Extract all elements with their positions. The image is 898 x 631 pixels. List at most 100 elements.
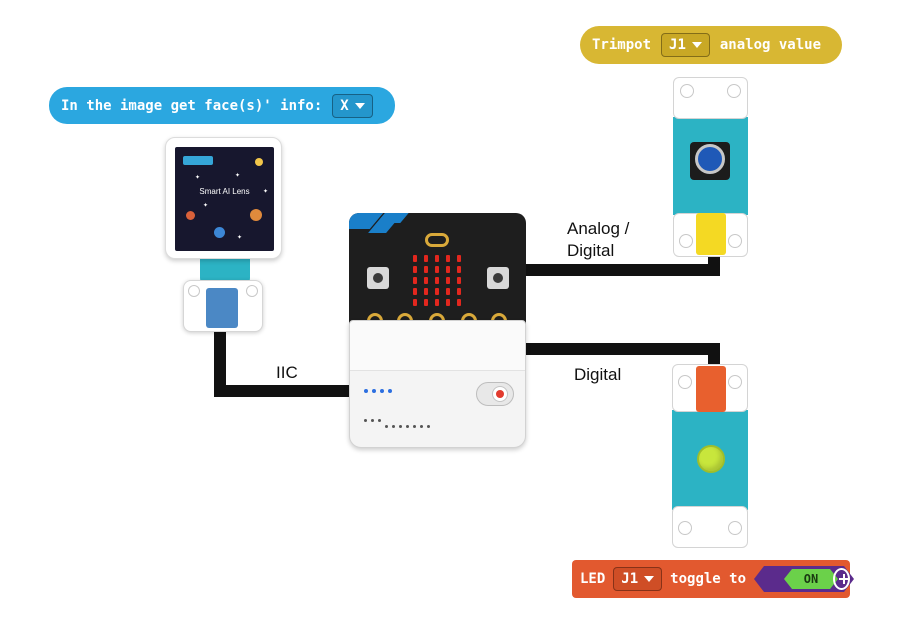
status-light <box>364 389 368 393</box>
microbit-logo-icon <box>425 233 449 247</box>
pin-dot <box>385 425 388 428</box>
matrix-led <box>413 288 417 295</box>
digital-wire-horizontal <box>526 343 720 355</box>
pin-dot <box>413 425 416 428</box>
button-b[interactable] <box>487 267 509 289</box>
face-info-dropdown[interactable]: X <box>332 93 373 118</box>
mount-hole <box>678 521 692 535</box>
led-bulb-icon <box>697 445 725 473</box>
chevron-down-icon <box>354 102 365 109</box>
chevron-down-icon <box>644 576 655 582</box>
mount-hole <box>678 375 692 389</box>
led-block[interactable]: LED J1 toggle to ON <box>572 560 855 598</box>
mount-hole <box>246 285 258 297</box>
mount-hole <box>728 234 742 248</box>
pin-dot <box>399 425 402 428</box>
led-connector-plug <box>696 366 726 412</box>
led-block-label: LED <box>580 571 606 587</box>
lens-screen-title: Smart AI Lens <box>199 187 250 196</box>
star-icon: ✦ <box>203 203 209 209</box>
trimpot-module-top <box>673 77 748 119</box>
power-switch[interactable] <box>476 382 514 406</box>
matrix-led <box>457 288 461 295</box>
button-a[interactable] <box>367 267 389 289</box>
star-icon: ✦ <box>235 173 241 179</box>
matrix-led <box>413 255 417 262</box>
pin-dots <box>364 419 444 433</box>
chevron-down-icon <box>691 42 702 48</box>
lens-logo <box>183 156 213 165</box>
matrix-led <box>424 277 428 284</box>
matrix-led <box>457 255 461 262</box>
analog-wire-horizontal <box>526 264 720 276</box>
matrix-led <box>446 288 450 295</box>
face-info-block[interactable]: In the image get face(s)' info: X <box>49 87 395 124</box>
pin-dot <box>406 425 409 428</box>
expansion-board <box>349 320 526 448</box>
planet-icon <box>186 211 195 220</box>
trimpot-block-suffix: analog value <box>719 37 822 53</box>
matrix-led <box>446 255 450 262</box>
matrix-led <box>446 277 450 284</box>
pin-dot <box>371 419 374 422</box>
status-light <box>372 389 376 393</box>
star-icon: ✦ <box>237 235 243 241</box>
matrix-led <box>424 255 428 262</box>
matrix-led <box>446 299 450 306</box>
analog-digital-label-line2: Digital <box>567 241 615 260</box>
iic-wire-horizontal <box>214 385 351 397</box>
matrix-led <box>435 299 439 306</box>
hexagon-slot-icon <box>754 566 855 592</box>
led-block-middle: toggle to <box>670 571 747 587</box>
led-matrix <box>411 253 467 309</box>
mount-hole <box>728 521 742 535</box>
iic-wire-vertical <box>214 330 226 397</box>
expansion-slot <box>350 321 525 371</box>
planet-icon <box>250 209 262 221</box>
pin-dot <box>420 425 423 428</box>
planet-icon <box>214 227 225 238</box>
smart-ai-lens: Smart AI Lens ✦ ✦ ✦ ✦ ✦ <box>165 137 282 259</box>
matrix-led <box>413 299 417 306</box>
matrix-led <box>424 266 428 273</box>
star-icon: ✦ <box>195 175 201 181</box>
matrix-led <box>435 277 439 284</box>
trimpot-port-value: J1 <box>669 37 686 53</box>
planet-icon <box>255 158 263 166</box>
trimpot-port-dropdown[interactable]: J1 <box>661 33 710 57</box>
lens-connector-plug <box>206 288 238 328</box>
pin-dot <box>392 425 395 428</box>
iic-label: IIC <box>276 363 298 382</box>
mount-hole <box>680 84 694 98</box>
led-port-dropdown[interactable]: J1 <box>613 567 663 591</box>
face-info-block-label: In the image get face(s)' info: <box>61 97 323 114</box>
face-info-dropdown-value: X <box>340 97 349 114</box>
matrix-led <box>457 299 461 306</box>
trimpot-block[interactable]: Trimpot J1 analog value <box>580 26 842 64</box>
led-state-input[interactable]: ON <box>754 566 855 592</box>
pin-dot <box>378 419 381 422</box>
matrix-led <box>413 277 417 284</box>
led-module-bottom <box>672 506 748 548</box>
matrix-led <box>457 266 461 273</box>
power-switch-knob <box>492 386 508 402</box>
matrix-led <box>435 288 439 295</box>
status-light <box>388 389 392 393</box>
digital-label: Digital <box>574 365 622 384</box>
add-plus-icon[interactable] <box>833 568 850 590</box>
mount-hole <box>728 375 742 389</box>
pin-dot <box>364 419 367 422</box>
lens-screen: Smart AI Lens ✦ ✦ ✦ ✦ ✦ <box>175 147 274 251</box>
pin-dot <box>427 425 430 428</box>
analog-digital-label: Analog / Digital <box>567 218 629 262</box>
digital-wire-vertical <box>708 343 720 367</box>
microbit-board <box>349 213 526 328</box>
matrix-led <box>424 288 428 295</box>
trimpot-knob[interactable] <box>695 144 725 174</box>
matrix-led <box>446 266 450 273</box>
matrix-led <box>424 299 428 306</box>
matrix-led <box>413 266 417 273</box>
trimpot-block-label: Trimpot <box>592 37 652 53</box>
analog-digital-label-line1: Analog / <box>567 219 630 238</box>
matrix-led <box>457 277 461 284</box>
